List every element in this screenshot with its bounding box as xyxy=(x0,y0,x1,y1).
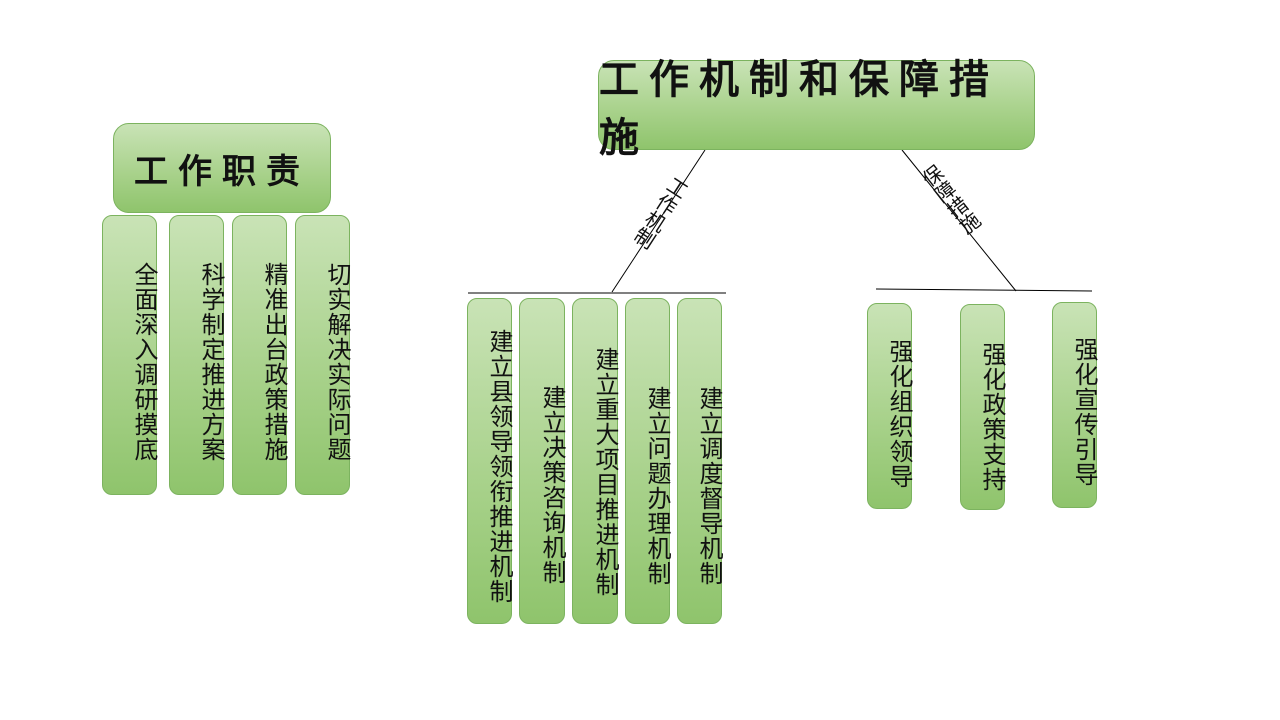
responsibilities-title-box: 工作职责 xyxy=(113,123,331,213)
mechanism-title: 工作机制和保障措施 xyxy=(599,57,999,161)
responsibility-item: 全面深入调研摸底 xyxy=(102,215,158,495)
mechanism-item-label: 建立问题办理机制 xyxy=(643,386,671,586)
responsibility-item: 科学制定推进方案 xyxy=(169,215,225,495)
guarantee-item-label: 强化宣传引导 xyxy=(1070,337,1098,487)
mechanism-item-label: 建立调度督导机制 xyxy=(695,386,723,586)
responsibilities-title: 工作职责 xyxy=(134,151,310,192)
responsibility-item-label: 切实解决实际问题 xyxy=(323,262,351,462)
responsibility-item-label: 全面深入调研摸底 xyxy=(130,262,158,462)
responsibility-item: 切实解决实际问题 xyxy=(295,215,351,495)
guarantee-item: 强化宣传引导 xyxy=(1052,302,1098,508)
guarantee-item-label: 强化组织领导 xyxy=(885,339,913,489)
guarantee-item-label: 强化政策支持 xyxy=(978,342,1006,492)
mechanism-item-label: 建立县领导领衔推进机制 xyxy=(485,328,513,604)
mechanism-item: 建立调度督导机制 xyxy=(677,298,723,624)
guarantee-item: 强化组织领导 xyxy=(867,303,913,509)
mechanism-item-label: 建立重大项目推进机制 xyxy=(591,347,619,597)
mechanism-title-box: 工作机制和保障措施 xyxy=(598,57,1035,161)
responsibility-item-label: 精准出台政策措施 xyxy=(260,262,288,462)
mechanism-item: 建立县领导领衔推进机制 xyxy=(467,298,513,624)
responsibility-item: 精准出台政策措施 xyxy=(232,215,288,495)
guarantee-bar-line xyxy=(875,288,1093,292)
mechanism-item: 建立问题办理机制 xyxy=(625,298,671,624)
guarantee-item: 强化政策支持 xyxy=(960,304,1006,510)
responsibility-item-label: 科学制定推进方案 xyxy=(197,262,225,462)
mechanism-branch-line xyxy=(611,149,706,293)
mechanism-item: 建立决策咨询机制 xyxy=(519,298,566,624)
guarantee-branch-line xyxy=(901,149,1017,292)
mechanism-item-label: 建立决策咨询机制 xyxy=(538,385,566,585)
mechanism-item: 建立重大项目推进机制 xyxy=(572,298,619,624)
